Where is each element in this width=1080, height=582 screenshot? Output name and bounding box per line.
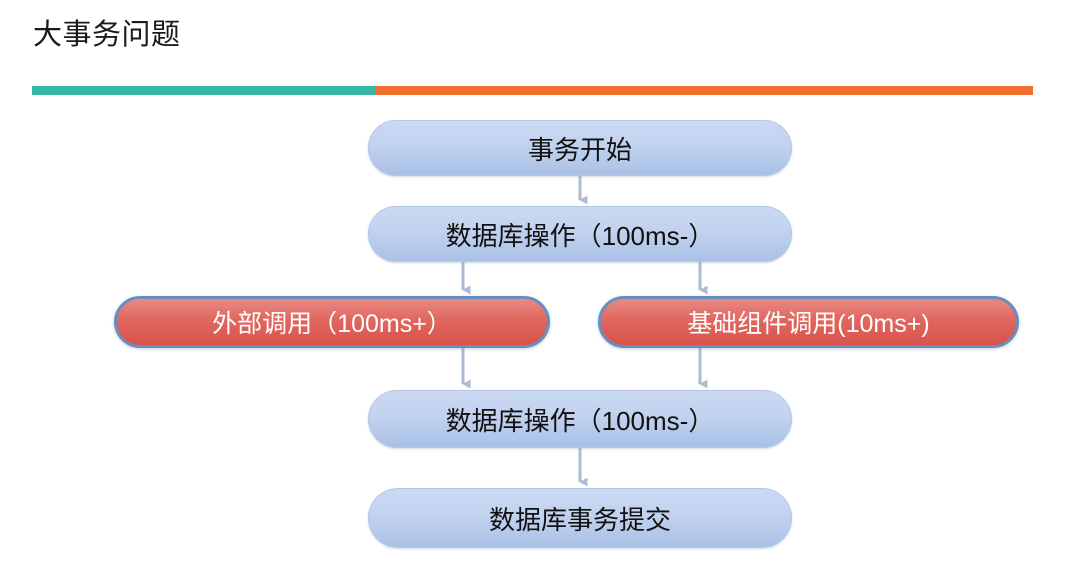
title-divider-bar xyxy=(32,86,1033,95)
divider-segment-orange xyxy=(376,86,1033,95)
flow-node-db-op-2[interactable]: 数据库操作（100ms-） xyxy=(368,390,792,448)
flow-node-component-call[interactable]: 基础组件调用(10ms+) xyxy=(598,296,1019,348)
flow-node-db-op-1[interactable]: 数据库操作（100ms-） xyxy=(368,206,792,262)
flow-node-external-call[interactable]: 外部调用（100ms+） xyxy=(114,296,550,348)
flow-node-db-commit[interactable]: 数据库事务提交 xyxy=(368,488,792,548)
divider-segment-teal xyxy=(32,86,376,95)
page-title: 大事务问题 xyxy=(33,19,181,51)
flow-node-tx-start[interactable]: 事务开始 xyxy=(368,120,792,176)
